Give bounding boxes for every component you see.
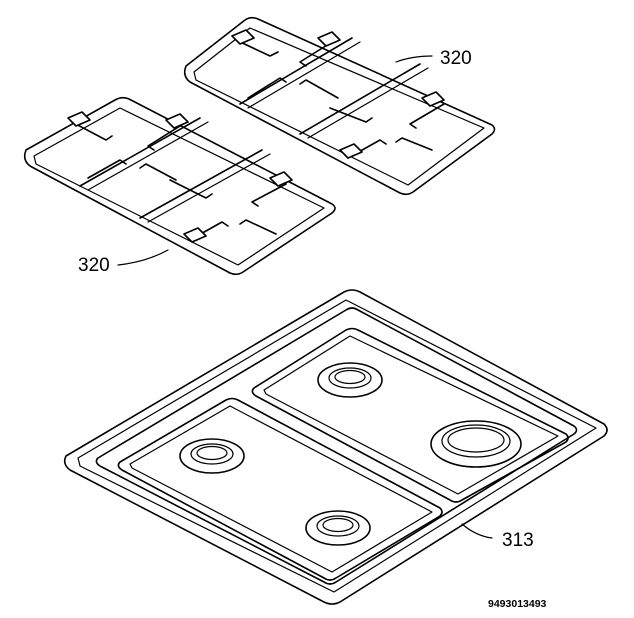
pan-support-grid-upper <box>183 16 496 196</box>
burner-rear-left <box>317 362 383 398</box>
leader-line-grid-upper <box>395 55 433 63</box>
burner-front-right <box>305 510 371 546</box>
leader-line-hob <box>461 523 493 539</box>
burner-front-left <box>179 438 245 474</box>
hob-top-plate <box>63 289 608 605</box>
burner-rear-right-large <box>430 420 522 468</box>
part-label-hob: 313 <box>502 530 534 551</box>
pan-support-grid-lower <box>23 96 336 276</box>
document-number: 9493013493 <box>488 598 547 610</box>
leader-line-grid-lower <box>117 249 169 266</box>
part-label-grid-lower: 320 <box>78 255 110 276</box>
part-label-grid-upper: 320 <box>440 48 472 69</box>
